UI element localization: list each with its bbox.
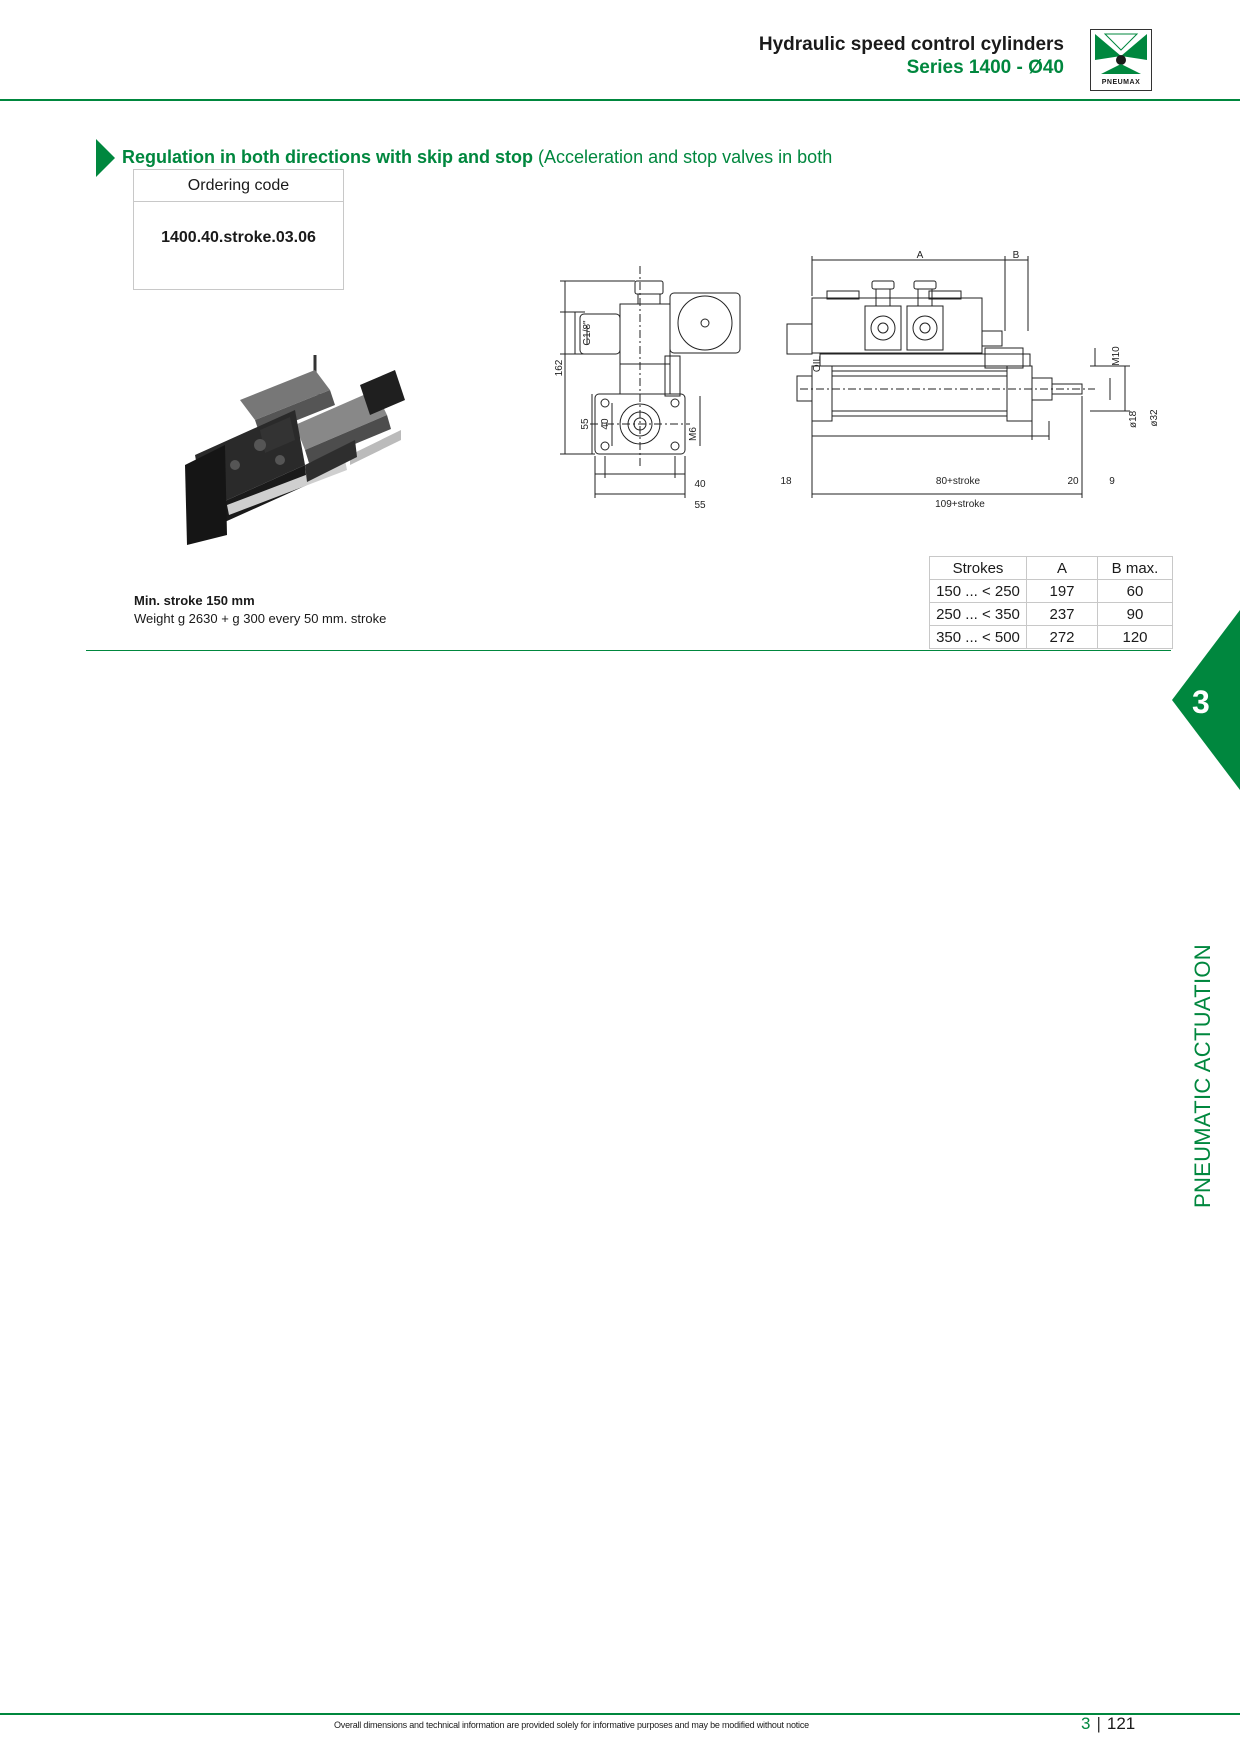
pneumax-logo: PNEUMAX <box>1090 29 1152 91</box>
dim-162: 162 <box>554 359 565 376</box>
side-view <box>786 256 1130 498</box>
table-row: 250 ... < 350 237 90 <box>929 602 1173 626</box>
table-header-a: A <box>1026 556 1098 580</box>
table-cell: 350 ... < 500 <box>929 625 1027 649</box>
dim-18: 18 <box>780 476 792 487</box>
table-cell: 197 <box>1026 579 1098 603</box>
table-header-b-max: B max. <box>1097 556 1173 580</box>
ordering-code-box: Ordering code 1400.40.stroke.03.06 <box>133 169 344 290</box>
chapter-label: PNEUMATIC ACTUATION <box>1190 944 1215 1209</box>
table-cell: 150 ... < 250 <box>929 579 1027 603</box>
header-subtitle: Series 1400 - Ø40 <box>906 57 1064 78</box>
footer-chapter: 3 <box>1081 1714 1091 1733</box>
dim-o18: ø18 <box>1128 410 1139 428</box>
footer-rule <box>0 1713 1240 1715</box>
table-cell: 90 <box>1097 602 1173 626</box>
strokes-table: Strokes A B max. 150 ... < 250 197 60 25… <box>929 556 1173 649</box>
table-cell: 237 <box>1026 602 1098 626</box>
table-row: 150 ... < 250 197 60 <box>929 579 1173 603</box>
dim-55-vertical: 55 <box>580 418 591 430</box>
table-header-strokes: Strokes <box>929 556 1027 580</box>
product-photo <box>185 355 405 545</box>
dim-m10: M10 <box>1111 346 1122 366</box>
label-oil: OIL <box>812 356 823 373</box>
dim-g18: G1/8" <box>582 320 593 346</box>
technical-drawing: A B G1/8" 162 55 40 M6 OIL M10 ø18 ø32 4… <box>554 250 1160 511</box>
table-row: 350 ... < 500 272 120 <box>929 625 1173 649</box>
page-number: 3 | 121 <box>1081 1714 1135 1734</box>
table-header-row: Strokes A B max. <box>929 556 1173 580</box>
dim-40-horizontal: 40 <box>694 479 706 490</box>
dim-40-vertical: 40 <box>600 418 611 430</box>
min-stroke-note: Min. stroke 150 mm <box>134 593 255 608</box>
section-title-bold: Regulation in both directions with skip … <box>122 147 534 167</box>
section-title: Regulation in both directions with skip … <box>122 146 832 168</box>
dim-80-stroke: 80+stroke <box>936 476 981 487</box>
dim-m6: M6 <box>688 427 699 441</box>
section-rule <box>86 650 1171 651</box>
chapter-number: 3 <box>1192 684 1210 720</box>
table-cell: 120 <box>1097 625 1173 649</box>
table-cell: 60 <box>1097 579 1173 603</box>
dim-109-stroke: 109+stroke <box>935 499 985 510</box>
table-cell: 272 <box>1026 625 1098 649</box>
footer-disclaimer: Overall dimensions and technical informa… <box>334 1720 809 1730</box>
ordering-code-value: 1400.40.stroke.03.06 <box>161 229 316 246</box>
dim-o32: ø32 <box>1149 409 1160 427</box>
header-title: Hydraulic speed control cylinders <box>758 34 1064 55</box>
front-view <box>560 266 741 498</box>
dim-b: B <box>1013 250 1020 261</box>
dim-a: A <box>917 250 924 261</box>
header-rule <box>0 99 1240 101</box>
section-arrow-icon <box>96 139 115 177</box>
table-cell: 250 ... < 350 <box>929 602 1027 626</box>
logo-text: PNEUMAX <box>1101 79 1141 86</box>
section-title-normal: (Acceleration and stop valves in both <box>538 147 833 167</box>
weight-note: Weight g 2630 + g 300 every 50 mm. strok… <box>134 611 387 626</box>
dim-55-horizontal: 55 <box>694 500 706 511</box>
logo-mark-icon <box>1095 33 1147 74</box>
chapter-tab-triangle <box>1172 610 1240 790</box>
footer-page: 121 <box>1106 1714 1136 1733</box>
dim-9: 9 <box>1109 476 1115 487</box>
dim-20: 20 <box>1067 476 1079 487</box>
ordering-code-header: Ordering code <box>134 170 343 202</box>
footer-separator: | <box>1096 1714 1101 1733</box>
